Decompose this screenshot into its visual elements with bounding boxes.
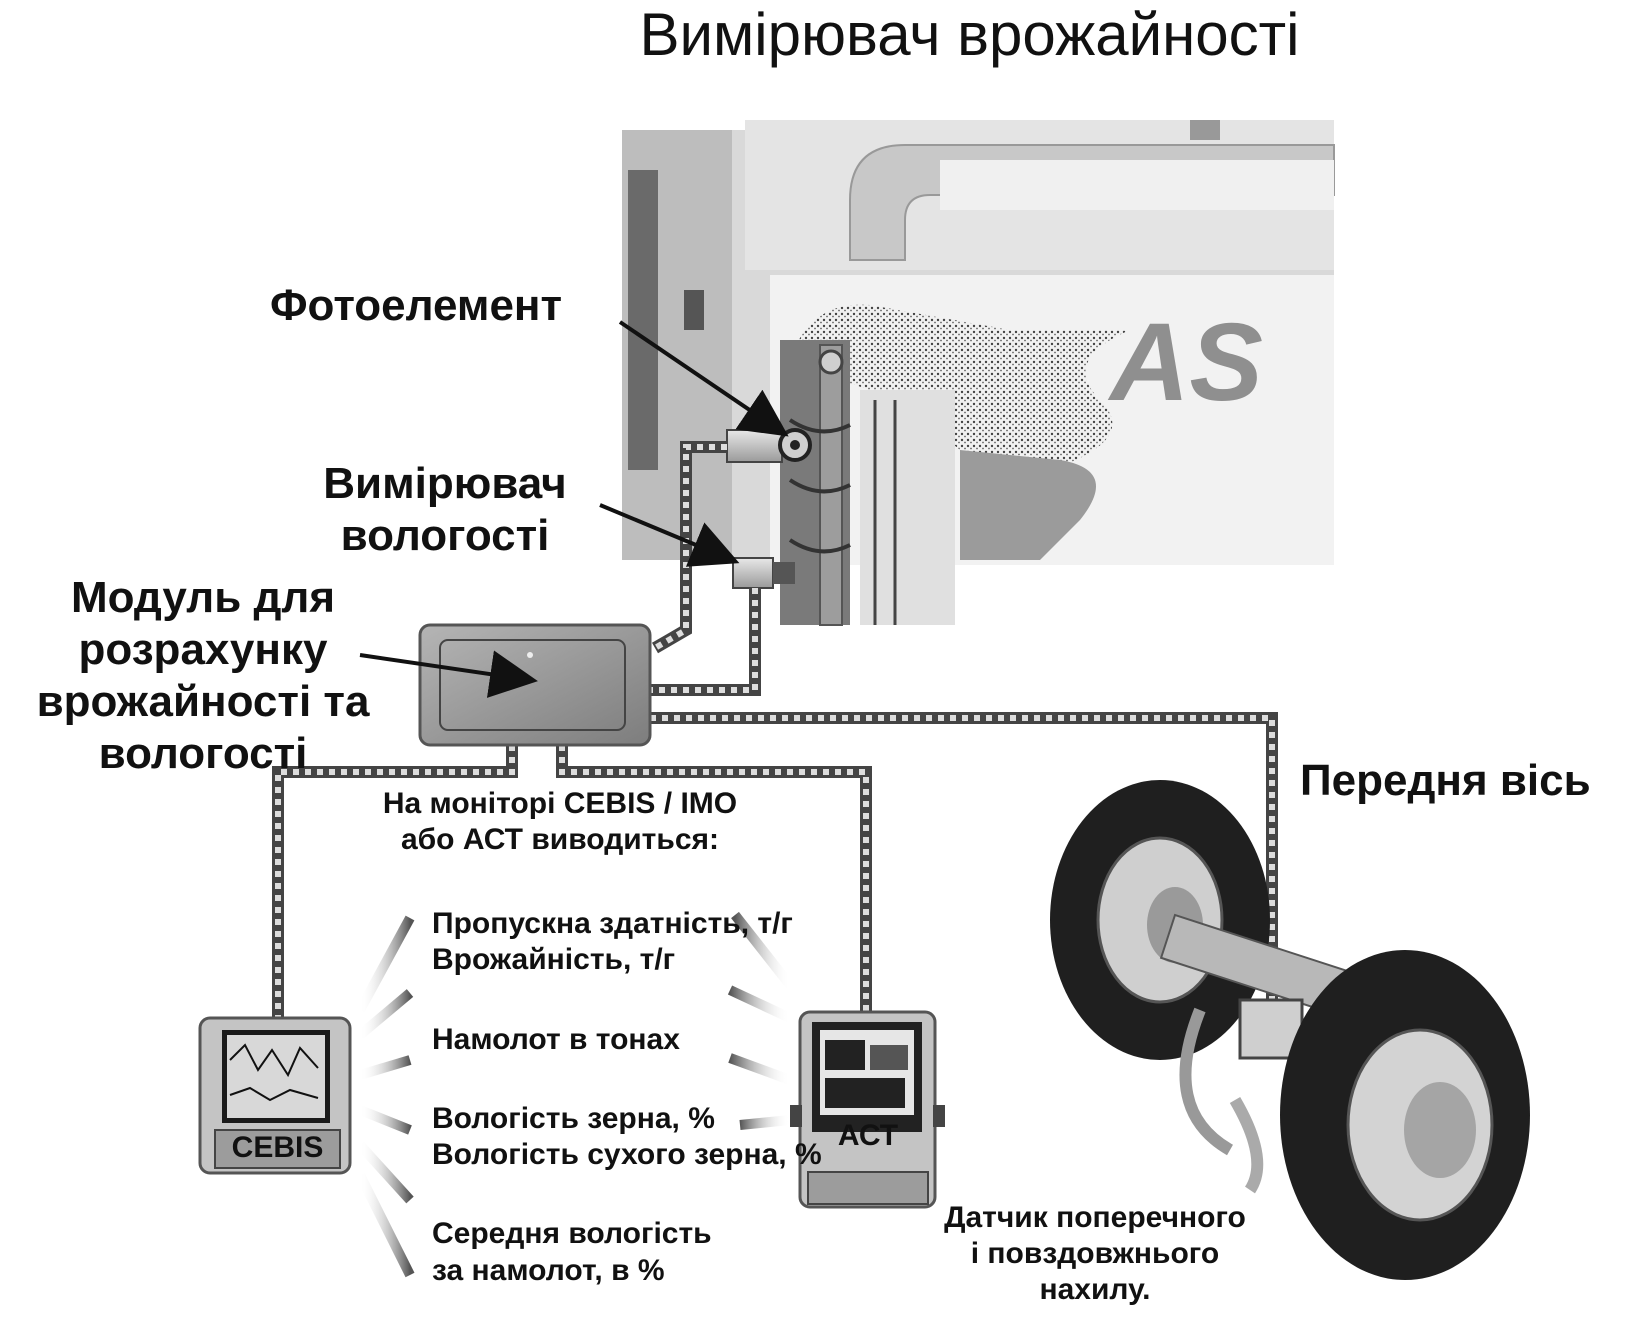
output-dry-grain-moisture: Вологість сухого зерна, %: [432, 1138, 822, 1171]
cebis-monitor: [198, 1016, 352, 1175]
brand-fragment: AS: [1107, 301, 1263, 424]
act-output-arrows: [727, 911, 794, 1130]
monitor-caption: На моніторі CEBIS / IMO або АСТ виводить…: [350, 786, 770, 858]
module-line4: вологості: [98, 729, 308, 778]
monitor-caption-line1: На моніторі CEBIS / IMO: [382, 787, 738, 820]
tilt-sensor-line2: і повздовжнього: [970, 1237, 1220, 1270]
output-avg-moisture-line1: Середня вологість: [432, 1217, 712, 1250]
module-pointer: [359, 650, 538, 698]
act-monitor: [790, 1010, 945, 1209]
module-line1: Модуль для: [70, 573, 336, 622]
harvester-illustration: AS: [622, 120, 1335, 626]
pointer-arrows: [359, 320, 789, 698]
output-throughput: Пропускна здатність, т/г: [432, 907, 793, 940]
moisture-meter-line1: Вимірювач: [323, 459, 567, 508]
front-axle-label: Передня вісь: [1300, 756, 1591, 805]
front-axle-illustration: [1050, 780, 1530, 1280]
act-label: АСТ: [837, 1119, 899, 1152]
module-line3: врожайності та: [36, 677, 370, 726]
cebis-label: CEBIS: [231, 1131, 324, 1164]
output-harvest-tons: Намолот в тонах: [432, 1023, 680, 1056]
cebis-output-arrows: [355, 915, 415, 1278]
photocell-pointer: [618, 320, 789, 437]
tilt-sensor-line3: нахилу.: [1039, 1273, 1151, 1306]
output-yield: Врожайність, т/г: [432, 943, 676, 976]
moisture-meter-label: Вимірювач вологості: [290, 458, 600, 562]
tilt-sensor-label: Датчик поперечного і повздовжнього нахил…: [920, 1200, 1270, 1308]
moisture-meter-line2: вологості: [340, 511, 550, 560]
output-grain-moisture: Вологість зерна, %: [432, 1102, 715, 1135]
monitor-caption-line2: або АСТ виводиться:: [400, 823, 720, 856]
photocell-label: Фотоелемент: [270, 281, 563, 330]
page-title: Вимірювач врожайності: [639, 1, 1300, 68]
module-line2: розрахунку: [78, 625, 328, 674]
tilt-sensor-line1: Датчик поперечного: [944, 1201, 1246, 1234]
calculation-module: [418, 623, 652, 747]
cables: [272, 441, 1278, 1018]
output-avg-moisture-line2: за намолот, в %: [432, 1254, 665, 1287]
module-label: Модуль для розрахунку врожайності та вол…: [8, 572, 398, 780]
moisture-pointer: [599, 503, 740, 567]
